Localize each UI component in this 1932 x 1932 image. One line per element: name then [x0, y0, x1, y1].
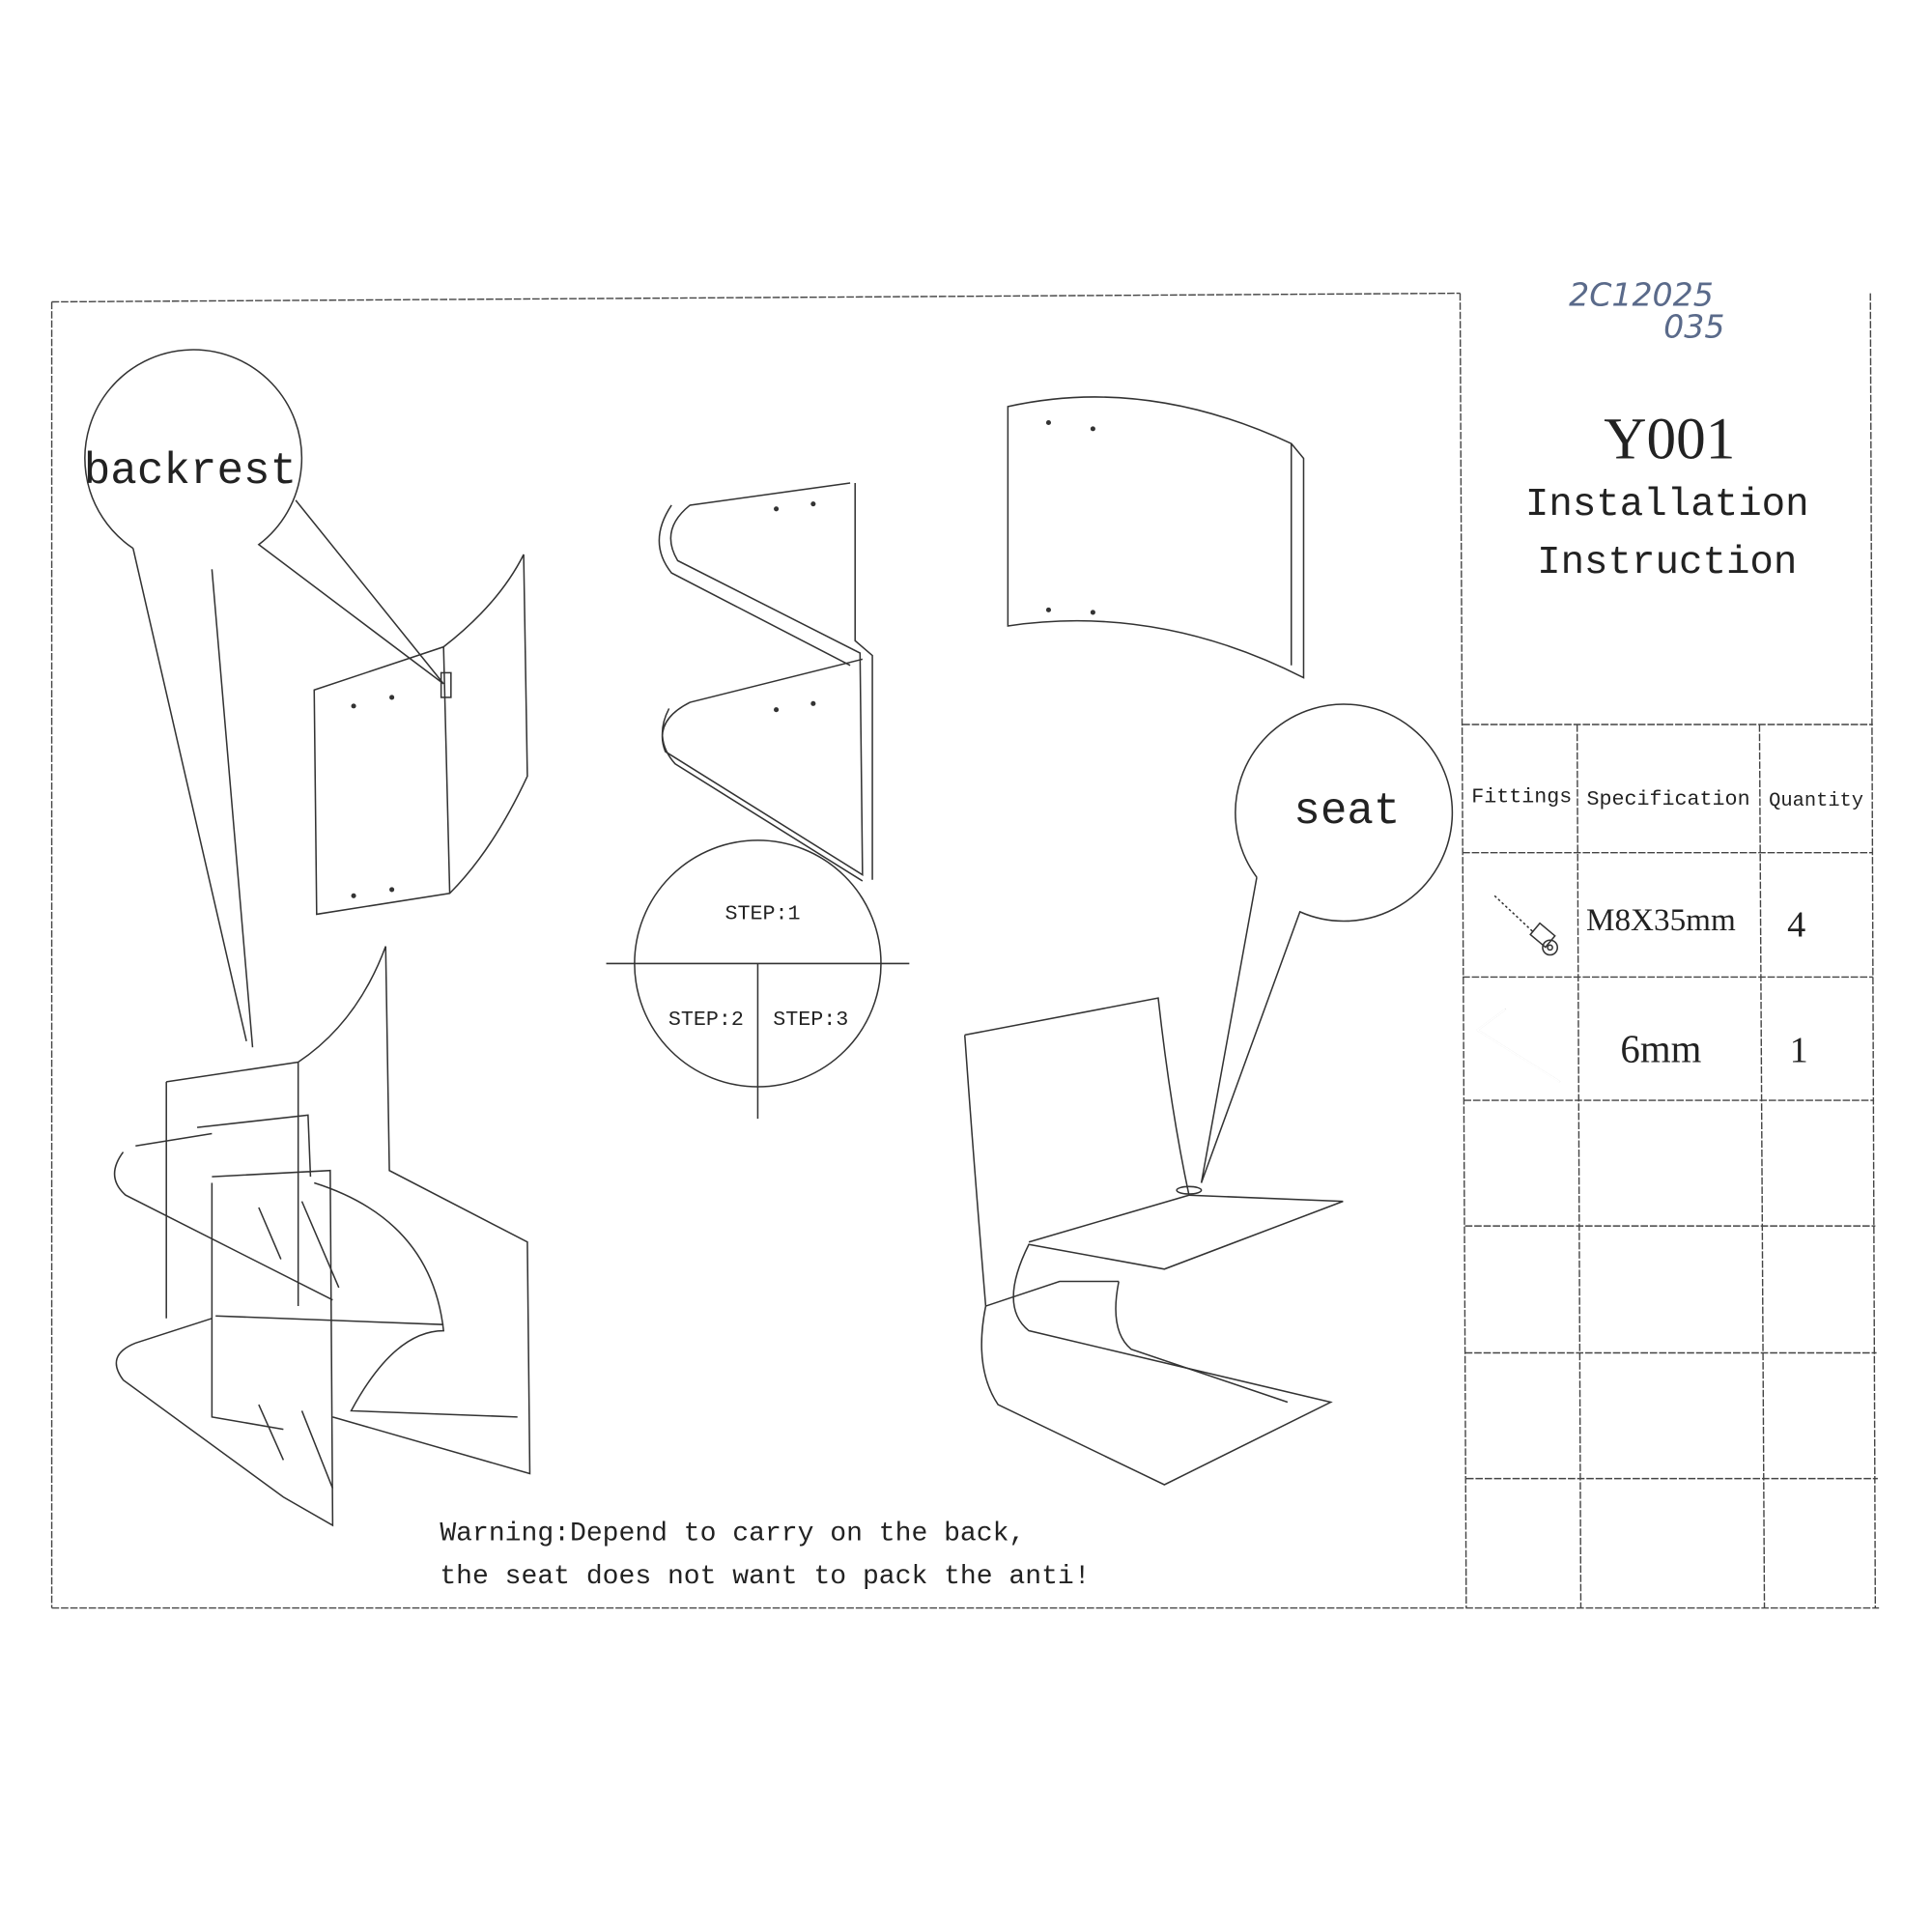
- quantity-bolt: 4: [1787, 904, 1805, 945]
- spec-hex-key: 6mm: [1620, 1027, 1701, 1070]
- bolt-icon: [1493, 895, 1559, 956]
- step-1-label: STEP:1: [725, 902, 801, 926]
- title-line-1: Installation: [1525, 483, 1809, 527]
- model-number: Y001: [1604, 406, 1735, 471]
- step-2-label: STEP:2: [668, 1008, 744, 1032]
- frame-drawing: [658, 482, 873, 882]
- assembled-chair-drawing: [963, 997, 1344, 1486]
- backrest-panel-drawing: [313, 554, 528, 916]
- title-line-2: Instruction: [1537, 541, 1797, 585]
- warning-line-1: Warning:Depend to carry on the back,: [440, 1519, 1025, 1548]
- spec-bolt: M8X35mm: [1586, 902, 1736, 938]
- seat-label: seat: [1293, 786, 1400, 837]
- seat-callout: seat: [1200, 703, 1454, 1183]
- steps-diagram: STEP:1 STEP:2 STEP:3: [606, 839, 910, 1120]
- header-specification: Specification: [1587, 787, 1750, 811]
- page-frame: [50, 292, 1880, 1609]
- header-quantity: Quantity: [1769, 790, 1863, 812]
- quantity-hex-key: 1: [1790, 1030, 1808, 1070]
- exploded-assembly-drawing: [113, 946, 531, 1527]
- backrest-callout: backrest: [84, 349, 444, 1048]
- seat-panel-drawing: [1007, 396, 1305, 679]
- handwritten-code-suffix: 035: [1663, 307, 1724, 345]
- backrest-label: backrest: [84, 446, 297, 497]
- step-3-label: STEP:3: [773, 1008, 848, 1032]
- header-fittings: Fittings: [1471, 784, 1572, 809]
- handwritten-code: 2C12025: [1569, 275, 1714, 313]
- fittings-table: Fittings Specification Quantity M8X35mm …: [1463, 724, 1878, 1608]
- warning-line-2: the seat does not want to pack the anti!: [440, 1562, 1090, 1592]
- hex-key-icon: [1475, 1008, 1561, 1083]
